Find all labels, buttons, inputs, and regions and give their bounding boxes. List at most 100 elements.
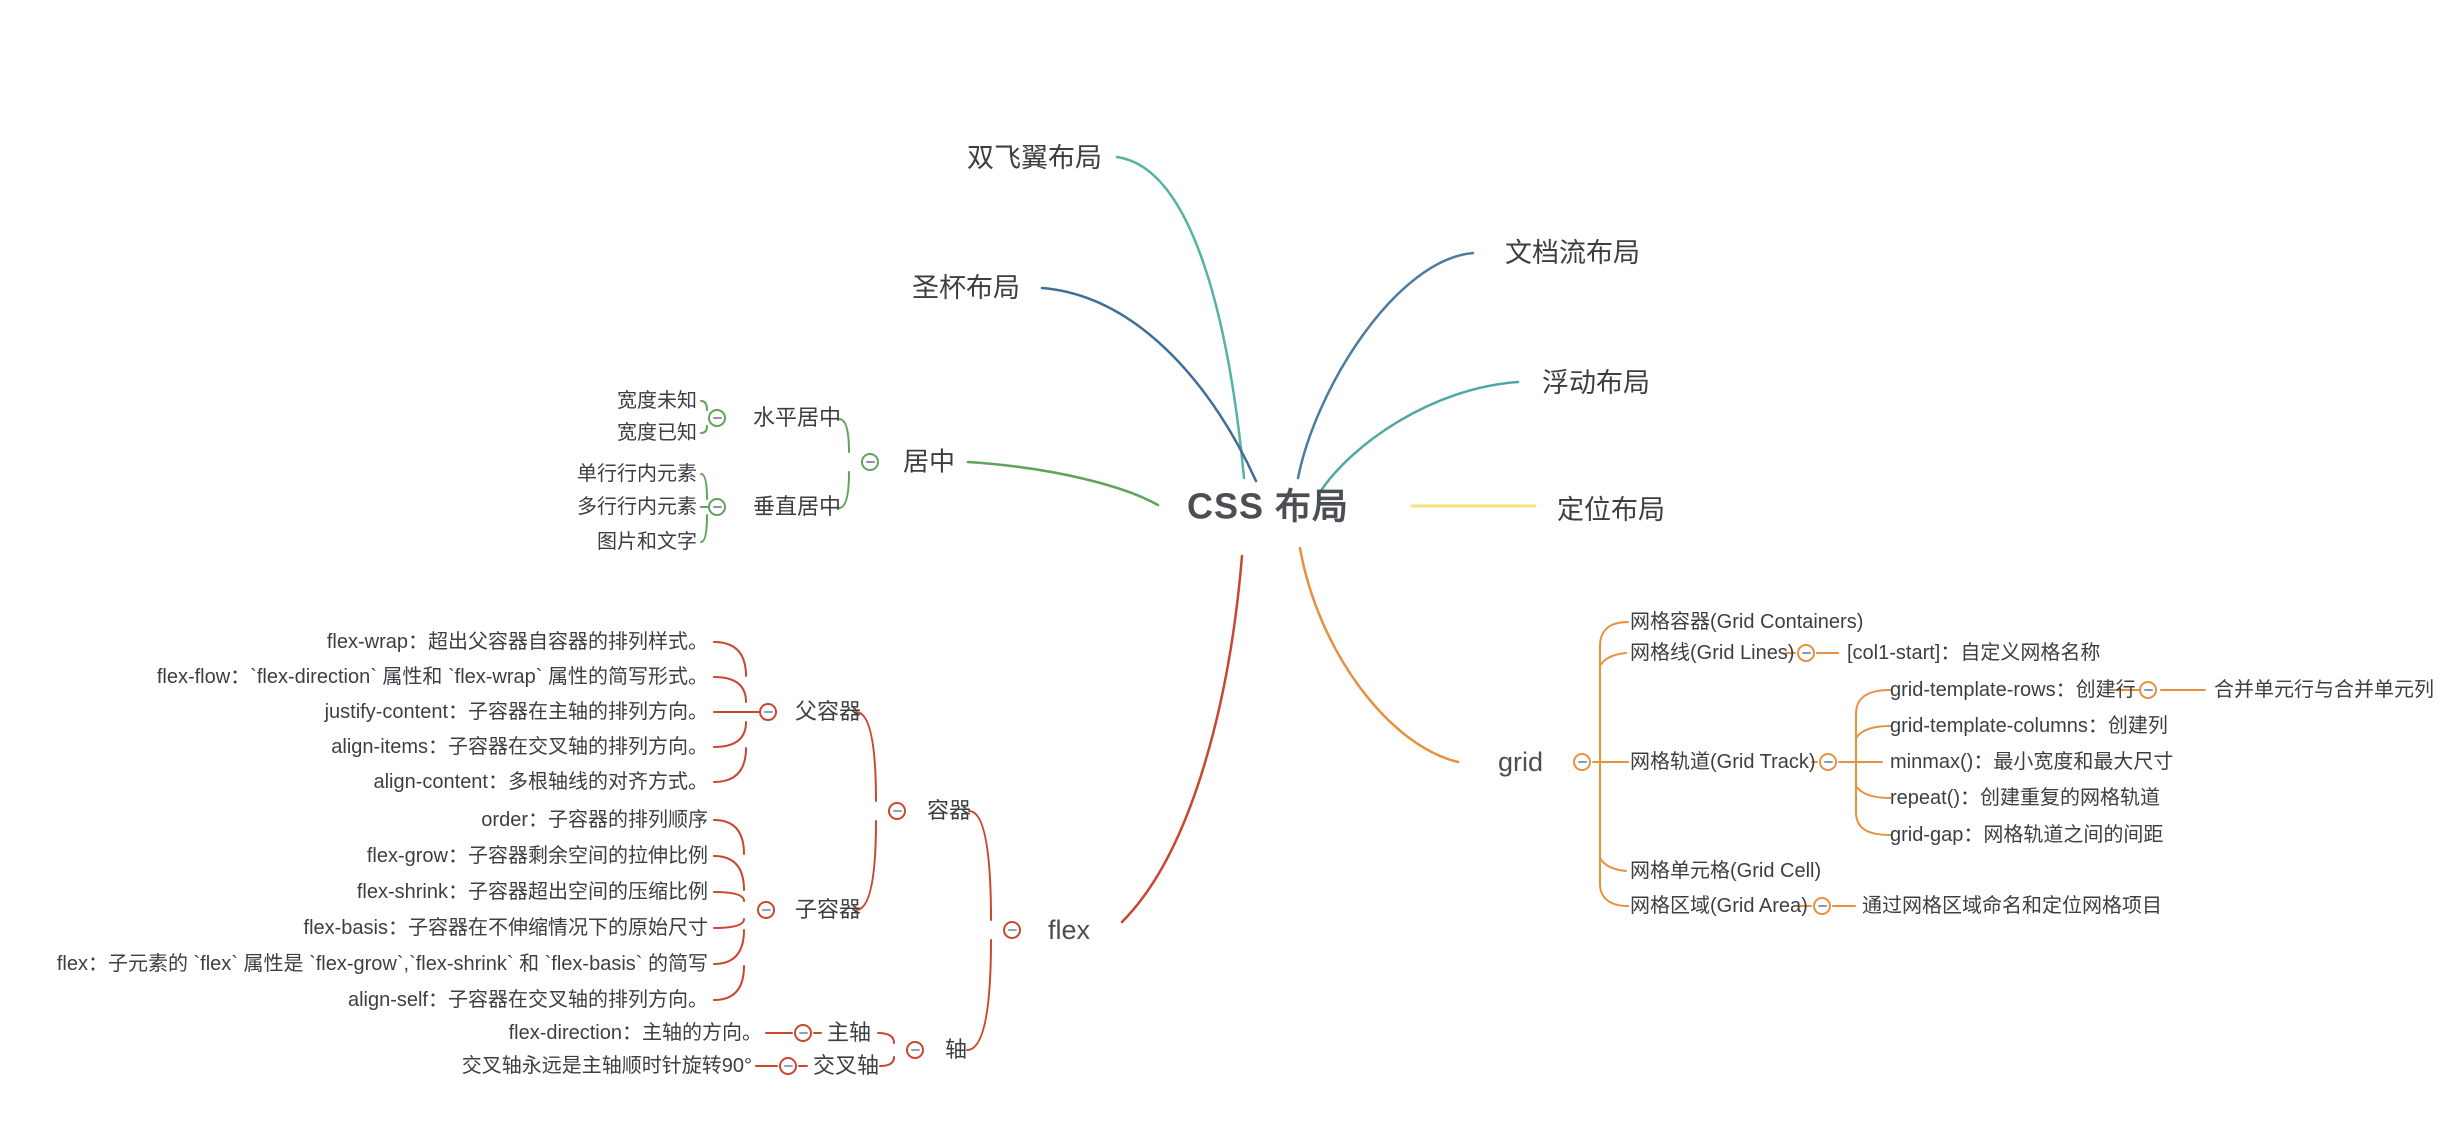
- brace-container-bottom: [855, 820, 877, 911]
- minus-icon: [763, 711, 773, 713]
- topic-grid-track[interactable]: 网格轨道(Grid Track): [1630, 751, 1816, 773]
- topic-child-container[interactable]: 子容器: [795, 896, 862, 922]
- topic-flex[interactable]: flex: [1048, 914, 1091, 945]
- topic-grid-area-note[interactable]: 通过网格区域命名和定位网格项目: [1862, 895, 2162, 917]
- topic-grid-template-rows[interactable]: grid-template-rows：创建行: [1890, 679, 2136, 701]
- collapse-toggle-parent-container[interactable]: [759, 703, 777, 721]
- brace-center-top: [838, 418, 850, 453]
- brace-vcenter-top: [700, 473, 708, 500]
- minus-icon: [798, 1032, 808, 1034]
- topic-grid[interactable]: grid: [1498, 746, 1544, 777]
- minus-icon: [1801, 652, 1811, 654]
- brace-child-5: [713, 929, 745, 965]
- brace-flex-top: [968, 810, 992, 921]
- brace-child-1: [713, 819, 745, 855]
- topic-flex-wrap[interactable]: flex-wrap：超出父容器自容器的排列样式。: [326, 631, 708, 653]
- collapse-toggle-vertical-center[interactable]: [708, 498, 726, 516]
- brace-track-hook-cols: [1855, 725, 1891, 739]
- minus-icon: [865, 461, 875, 463]
- topic-document-flow[interactable]: 文档流布局: [1505, 237, 1640, 268]
- main-branch-connectors: [966, 155, 1537, 924]
- topic-width-unknown[interactable]: 宽度未知: [617, 390, 697, 412]
- collapse-toggle-axis[interactable]: [906, 1041, 924, 1059]
- collapse-toggle-center[interactable]: [861, 453, 879, 471]
- grid-group-braces: [1592, 621, 2206, 907]
- topic-flex-grow[interactable]: flex-grow：子容器剩余空间的拉伸比例: [366, 845, 708, 867]
- topic-position[interactable]: 定位布局: [1557, 494, 1665, 525]
- brace-child-3: [713, 891, 745, 902]
- topic-parent-container[interactable]: 父容器: [795, 698, 862, 724]
- topic-single-line-inline[interactable]: 单行行内元素: [577, 463, 697, 485]
- topic-col1-start[interactable]: [col1-start]：自定义网格名称: [1847, 642, 2101, 664]
- minus-icon: [783, 1065, 793, 1067]
- brace-container-top: [855, 711, 877, 802]
- brace-parent-2: [713, 676, 747, 703]
- minus-icon: [892, 810, 902, 812]
- topic-order[interactable]: order：子容器的排列顺序: [481, 809, 708, 831]
- topic-flex-basis[interactable]: flex-basis：子容器在不伸缩情况下的原始尺寸: [303, 917, 708, 939]
- topic-repeat[interactable]: repeat()：创建重复的网格轨道: [1890, 787, 2161, 809]
- topic-grid-containers[interactable]: 网格容器(Grid Containers): [1630, 611, 1864, 633]
- topic-axis-group[interactable]: 轴: [945, 1036, 968, 1062]
- brace-parent-4: [713, 721, 747, 748]
- topic-grid-area[interactable]: 网格区域(Grid Area): [1630, 895, 1808, 917]
- topic-grid-cell[interactable]: 网格单元格(Grid Cell): [1630, 860, 1822, 882]
- collapse-toggle-horizontal-center[interactable]: [708, 409, 726, 427]
- topic-cross-axis[interactable]: 交叉轴: [813, 1052, 880, 1078]
- topic-vertical-center[interactable]: 垂直居中: [753, 493, 842, 519]
- collapse-toggle-grid-rows[interactable]: [2139, 681, 2157, 699]
- brace-grid-hook-cell: [1599, 857, 1627, 872]
- brace-grid-hook-lines: [1599, 652, 1627, 667]
- topic-grid-lines[interactable]: 网格线(Grid Lines): [1630, 642, 1795, 664]
- topic-align-content[interactable]: align-content：多根轴线的对齐方式。: [373, 771, 708, 793]
- collapse-toggle-grid-area[interactable]: [1813, 897, 1831, 915]
- collapse-toggle-flex[interactable]: [1003, 921, 1021, 939]
- topic-flex-shorthand[interactable]: flex：子元素的 `flex` 属性是 `flex-grow`,`flex-s…: [56, 953, 708, 975]
- topic-center[interactable]: 居中: [903, 446, 956, 477]
- brace-track-hook-repeat: [1855, 785, 1891, 799]
- topic-flex-container-group[interactable]: 容器: [927, 797, 972, 823]
- collapse-toggle-grid[interactable]: [1573, 753, 1591, 771]
- topic-merge-cells[interactable]: 合并单元行与合并单元列: [2214, 679, 2434, 701]
- topic-multi-line-inline[interactable]: 多行行内元素: [577, 496, 697, 518]
- flex-group-braces: [713, 641, 992, 1067]
- topic-main-axis[interactable]: 主轴: [827, 1019, 872, 1045]
- topic-holy-grail[interactable]: 圣杯布局: [912, 272, 1020, 303]
- topic-align-items[interactable]: align-items：子容器在交叉轴的排列方向。: [331, 736, 708, 758]
- collapse-toggle-main-axis[interactable]: [794, 1024, 812, 1042]
- brace-hcenter-bottom: [700, 425, 708, 434]
- topic-width-known[interactable]: 宽度已知: [617, 422, 697, 444]
- topic-grid-template-columns[interactable]: grid-template-columns：创建列: [1890, 715, 2168, 737]
- minus-icon: [2143, 689, 2153, 691]
- minus-icon: [761, 909, 771, 911]
- collapse-toggle-cross-axis[interactable]: [779, 1057, 797, 1075]
- topic-image-and-text[interactable]: 图片和文字: [597, 531, 697, 553]
- brace-center-bottom: [838, 471, 850, 509]
- topic-flex-flow[interactable]: flex-flow：`flex-direction` 属性和 `flex-wra…: [156, 666, 708, 688]
- connector-grid-branch: [1298, 546, 1460, 764]
- topic-grid-gap[interactable]: grid-gap：网格轨道之间的间距: [1890, 824, 2164, 846]
- minus-icon: [910, 1049, 920, 1051]
- topic-cross-axis-note[interactable]: 交叉轴永远是主轴顺时针旋转90°: [461, 1055, 752, 1077]
- connector-float: [1318, 380, 1520, 494]
- brace-hcenter-top: [700, 400, 708, 411]
- topic-justify-content[interactable]: justify-content：子容器在主轴的排列方向。: [324, 701, 708, 723]
- topic-double-wing[interactable]: 双飞翼布局: [967, 142, 1102, 173]
- collapse-toggle-grid-track[interactable]: [1819, 753, 1837, 771]
- brace-axis-bottom: [879, 1056, 895, 1067]
- topic-minmax[interactable]: minmax()：最小宽度和最大尺寸: [1890, 751, 2174, 773]
- brace-vcenter-bottom: [700, 514, 708, 543]
- minus-icon: [1007, 929, 1017, 931]
- topic-align-self[interactable]: align-self：子容器在交叉轴的排列方向。: [347, 989, 708, 1011]
- central-topic[interactable]: CSS 布局: [1187, 485, 1350, 527]
- brace-flex-bottom: [966, 939, 992, 1051]
- collapse-toggle-container[interactable]: [888, 802, 906, 820]
- topic-flex-direction[interactable]: flex-direction：主轴的方向。: [508, 1022, 762, 1044]
- topic-horizontal-center[interactable]: 水平居中: [753, 404, 842, 430]
- collapse-toggle-grid-lines[interactable]: [1797, 644, 1815, 662]
- topic-float[interactable]: 浮动布局: [1542, 367, 1650, 398]
- topic-flex-shrink[interactable]: flex-shrink：子容器超出空间的压缩比例: [356, 881, 708, 903]
- collapse-toggle-child-container[interactable]: [757, 901, 775, 919]
